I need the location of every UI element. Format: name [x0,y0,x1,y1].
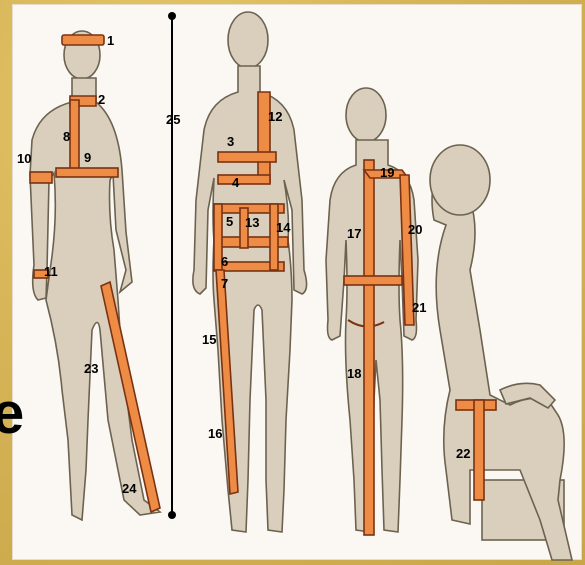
label-8: 8 [63,129,70,144]
label-20: 20 [408,222,422,237]
label-24: 24 [122,481,137,496]
label-4: 4 [232,175,240,190]
label-22: 22 [456,446,470,461]
height-guide [168,12,176,519]
label-14: 14 [276,220,291,235]
label-1: 1 [107,33,114,48]
label-11: 11 [44,264,58,279]
figure-seated [430,145,572,560]
label-13: 13 [245,215,259,230]
label-5: 5 [226,214,233,229]
label-23: 23 [84,361,98,376]
label-2: 2 [98,92,105,107]
label-25: 25 [166,112,180,127]
label-9: 9 [84,150,91,165]
label-6: 6 [221,254,228,269]
label-17: 17 [347,226,361,241]
label-3: 3 [227,134,234,149]
figure-front-center [193,12,307,532]
label-12: 12 [268,109,282,124]
label-16: 16 [208,426,222,441]
label-18: 18 [347,366,361,381]
label-21: 21 [412,300,426,315]
label-15: 15 [202,332,216,347]
label-19: 19 [380,165,394,180]
figure-back [326,88,418,535]
label-10: 10 [17,151,31,166]
label-7: 7 [221,276,228,291]
